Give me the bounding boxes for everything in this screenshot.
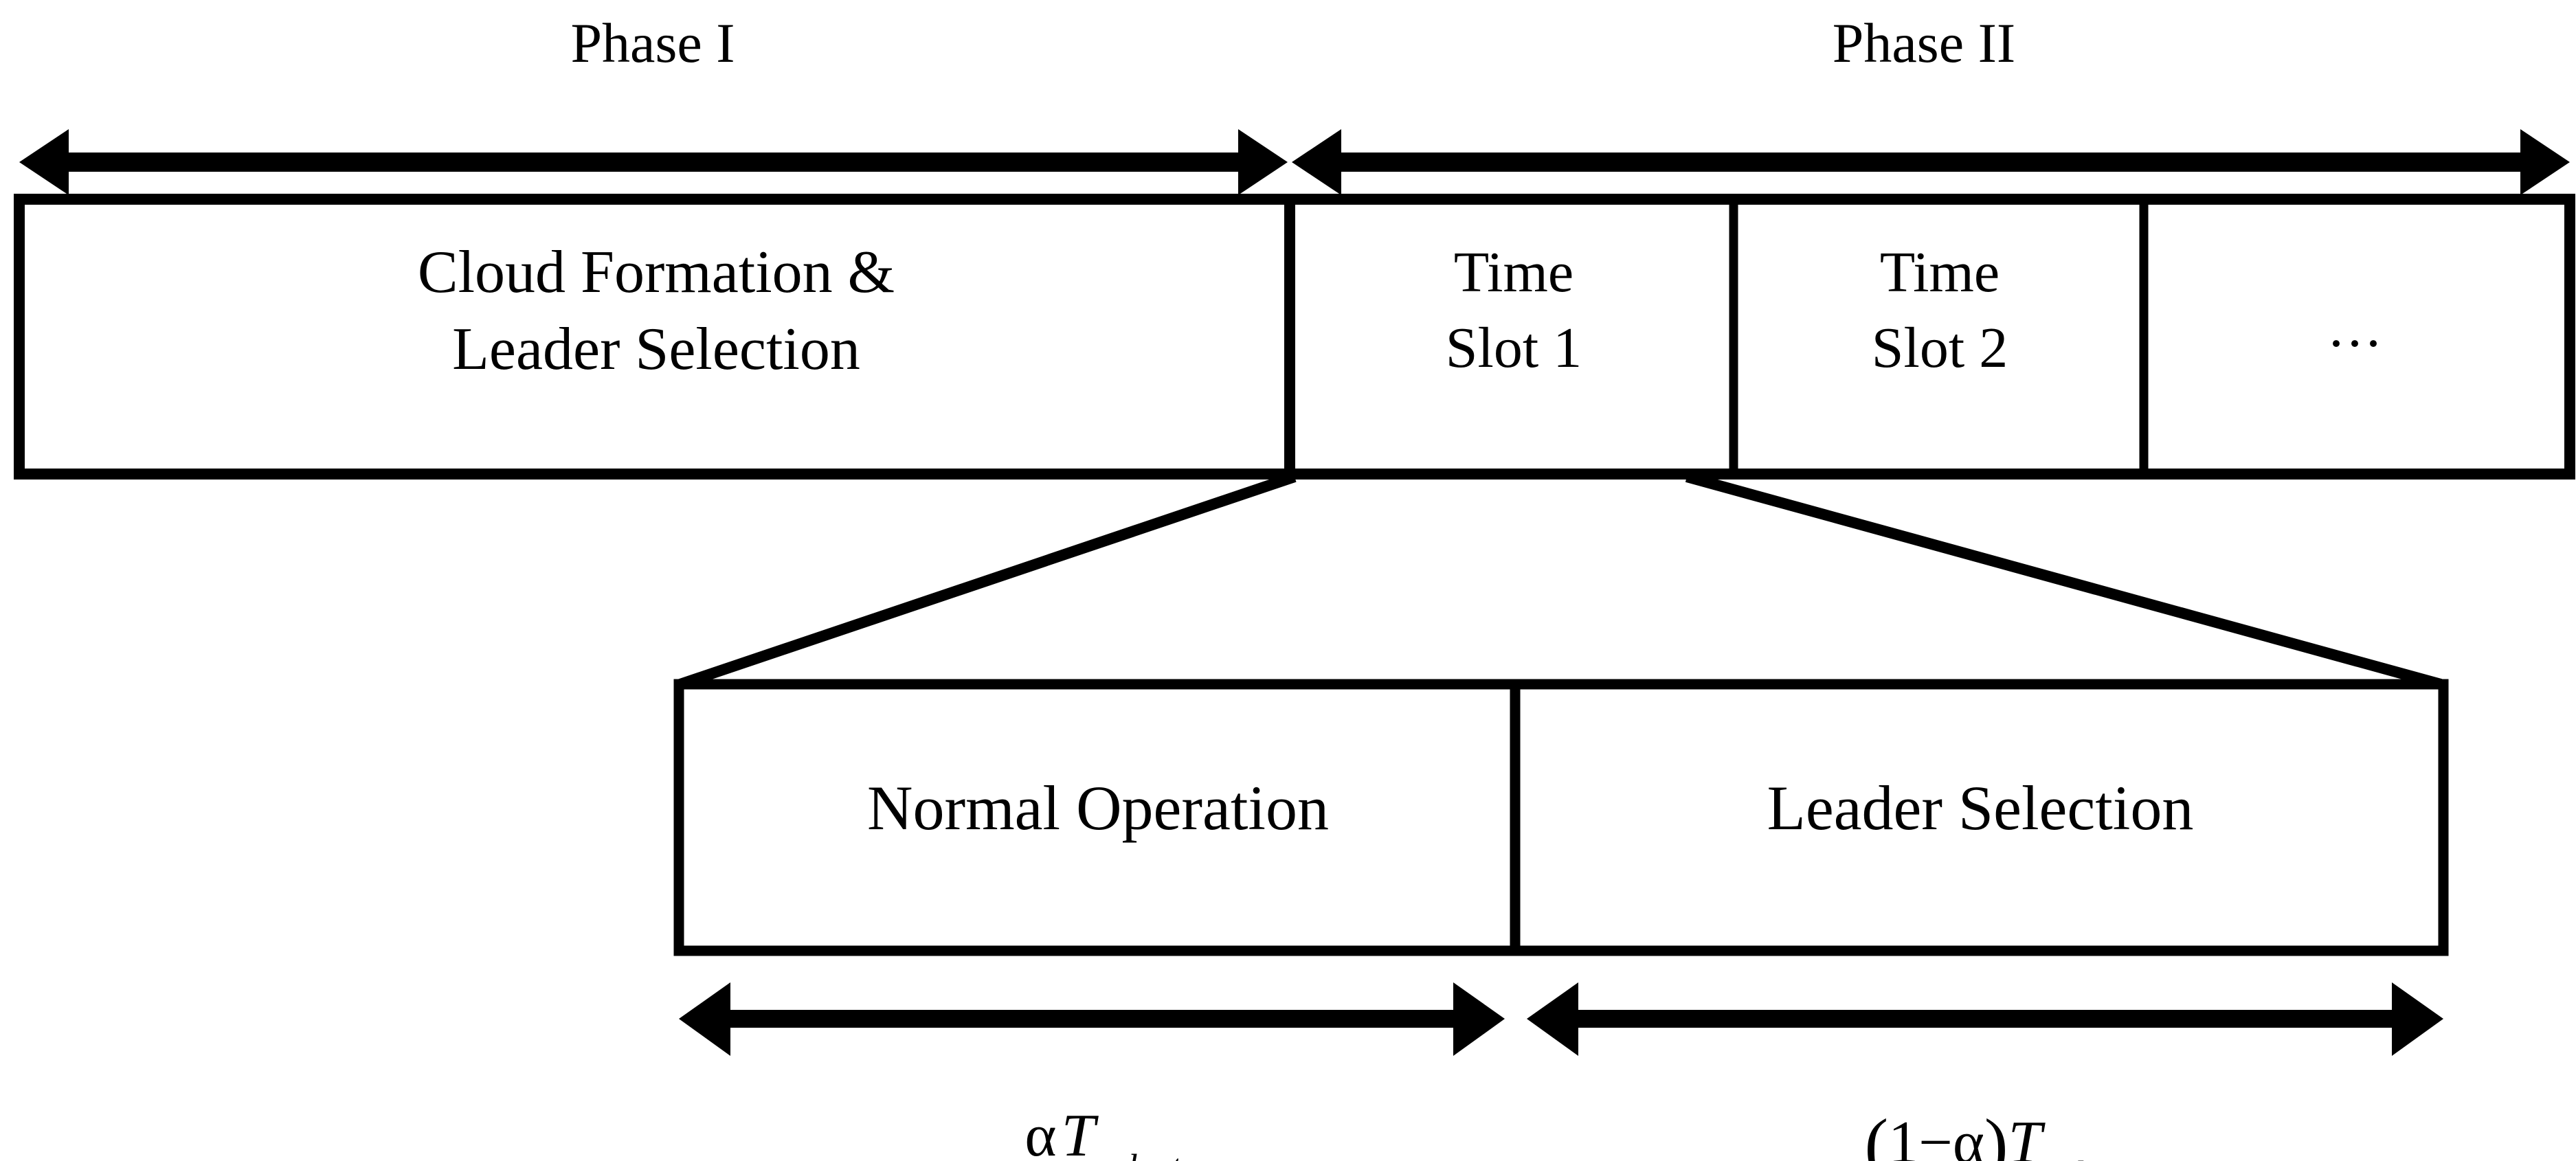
callout-line-left xyxy=(678,471,1297,690)
minus-symbol: − xyxy=(1918,1109,1953,1161)
one-literal: 1 xyxy=(1888,1109,1919,1161)
cloud-formation-line-2: Leader Selection xyxy=(452,316,860,383)
close-paren: ) xyxy=(1984,1105,2008,1161)
time-slot-1-line-1: Time xyxy=(1453,240,1574,304)
t-subscript-2: select xyxy=(2043,1153,2128,1161)
alpha-duration-arrow xyxy=(679,982,1505,1056)
phase-2-label: Phase II xyxy=(1832,12,2016,74)
t-symbol-2: T xyxy=(2008,1109,2042,1161)
ellipsis-label: ... xyxy=(2329,295,2385,359)
time-slot-1-line-2: Slot 1 xyxy=(1445,316,1582,380)
time-slot-2-line-2: Slot 2 xyxy=(1871,316,2008,380)
t-symbol: T xyxy=(1061,1103,1095,1161)
slot-detail-box xyxy=(673,679,2449,956)
phase-2-arrow xyxy=(1292,129,2570,195)
alpha-t-select-formula: α Tselect xyxy=(797,1040,1347,1161)
phase-1-label: Phase I xyxy=(570,12,735,74)
normal-operation-label: Normal Operation xyxy=(867,773,1329,843)
time-slot-2-line-1: Time xyxy=(1879,240,2000,304)
callout-connectors xyxy=(678,471,2443,690)
callout-line-right xyxy=(1685,471,2443,690)
cloud-formation-line-1: Cloud Formation & xyxy=(417,239,895,306)
alpha-symbol-2: α xyxy=(1952,1109,1984,1161)
phase-1-arrow xyxy=(19,129,1288,195)
open-paren: ( xyxy=(1864,1105,1889,1161)
leader-selection-label: Leader Selection xyxy=(1767,773,2194,843)
t-subscript: select xyxy=(1097,1147,1181,1161)
remainder-duration-arrow xyxy=(1527,982,2443,1056)
one-minus-alpha-t-select-formula: (1−α)Tselect xyxy=(1601,1037,2329,1161)
frame-row xyxy=(14,194,2575,480)
alpha-symbol: α xyxy=(1024,1103,1057,1161)
